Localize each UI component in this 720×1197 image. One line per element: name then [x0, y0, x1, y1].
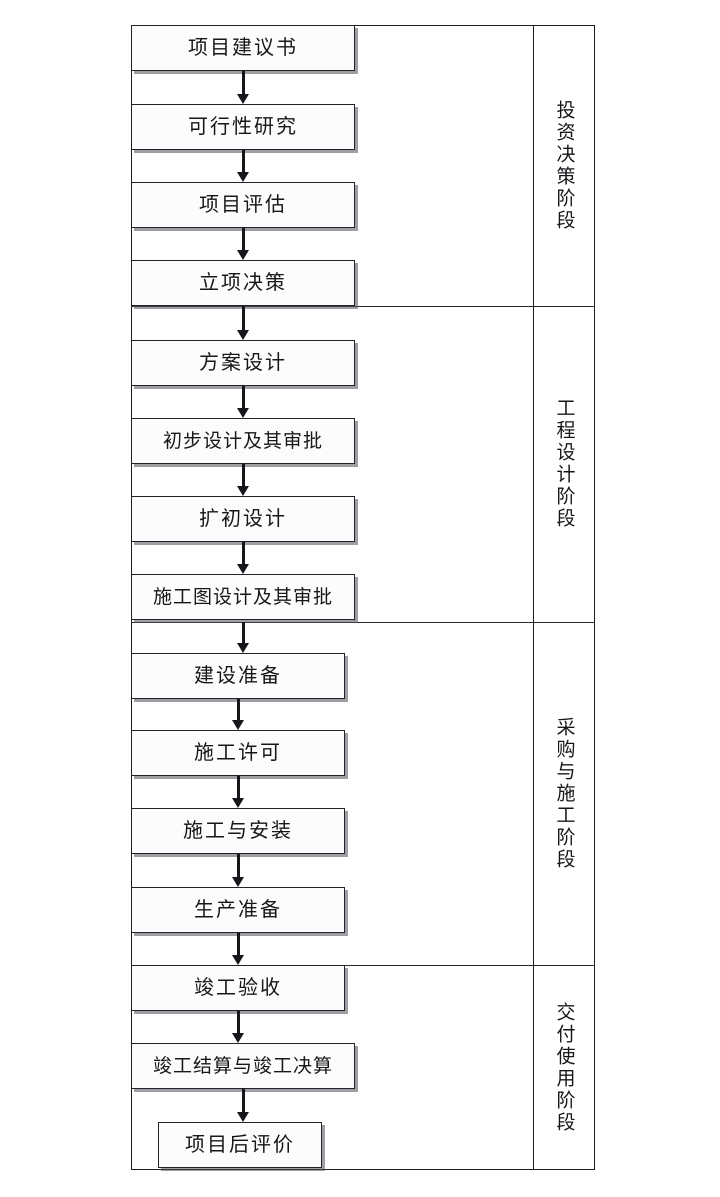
step-construction-permit[interactable]: 施工许可 [131, 730, 345, 776]
step-production-preparation[interactable]: 生产准备 [131, 887, 345, 933]
stage-divider-2 [131, 622, 595, 623]
stage-column-divider [533, 25, 534, 1170]
step-preliminary-design-approval[interactable]: 初步设计及其审批 [131, 418, 355, 464]
stage-divider-3 [131, 965, 595, 966]
stage-label-engineering-design: 工程设计阶段 [553, 398, 575, 530]
step-scheme-design[interactable]: 方案设计 [131, 340, 355, 386]
step-construction-drawing-approval[interactable]: 施工图设计及其审批 [131, 574, 355, 620]
stage-divider-1 [131, 306, 595, 307]
step-extended-preliminary-design[interactable]: 扩初设计 [131, 496, 355, 542]
step-approval-decision[interactable]: 立项决策 [131, 260, 355, 306]
step-construction-preparation[interactable]: 建设准备 [131, 653, 345, 699]
stage-label-procurement-construction: 采购与施工阶段 [553, 716, 575, 871]
stage-label-delivery-use: 交付使用阶段 [553, 1001, 575, 1134]
stage-label-investment-decision: 投资决策阶段 [553, 99, 575, 232]
step-final-account-settlement[interactable]: 竣工结算与竣工决算 [131, 1043, 355, 1089]
step-construction-installation[interactable]: 施工与安装 [131, 808, 345, 854]
step-feasibility-study[interactable]: 可行性研究 [131, 104, 355, 150]
step-post-project-evaluation[interactable]: 项目后评价 [158, 1122, 322, 1168]
step-completion-acceptance[interactable]: 竣工验收 [131, 965, 345, 1011]
step-project-appraisal[interactable]: 项目评估 [131, 182, 355, 228]
step-project-proposal[interactable]: 项目建议书 [131, 25, 355, 71]
